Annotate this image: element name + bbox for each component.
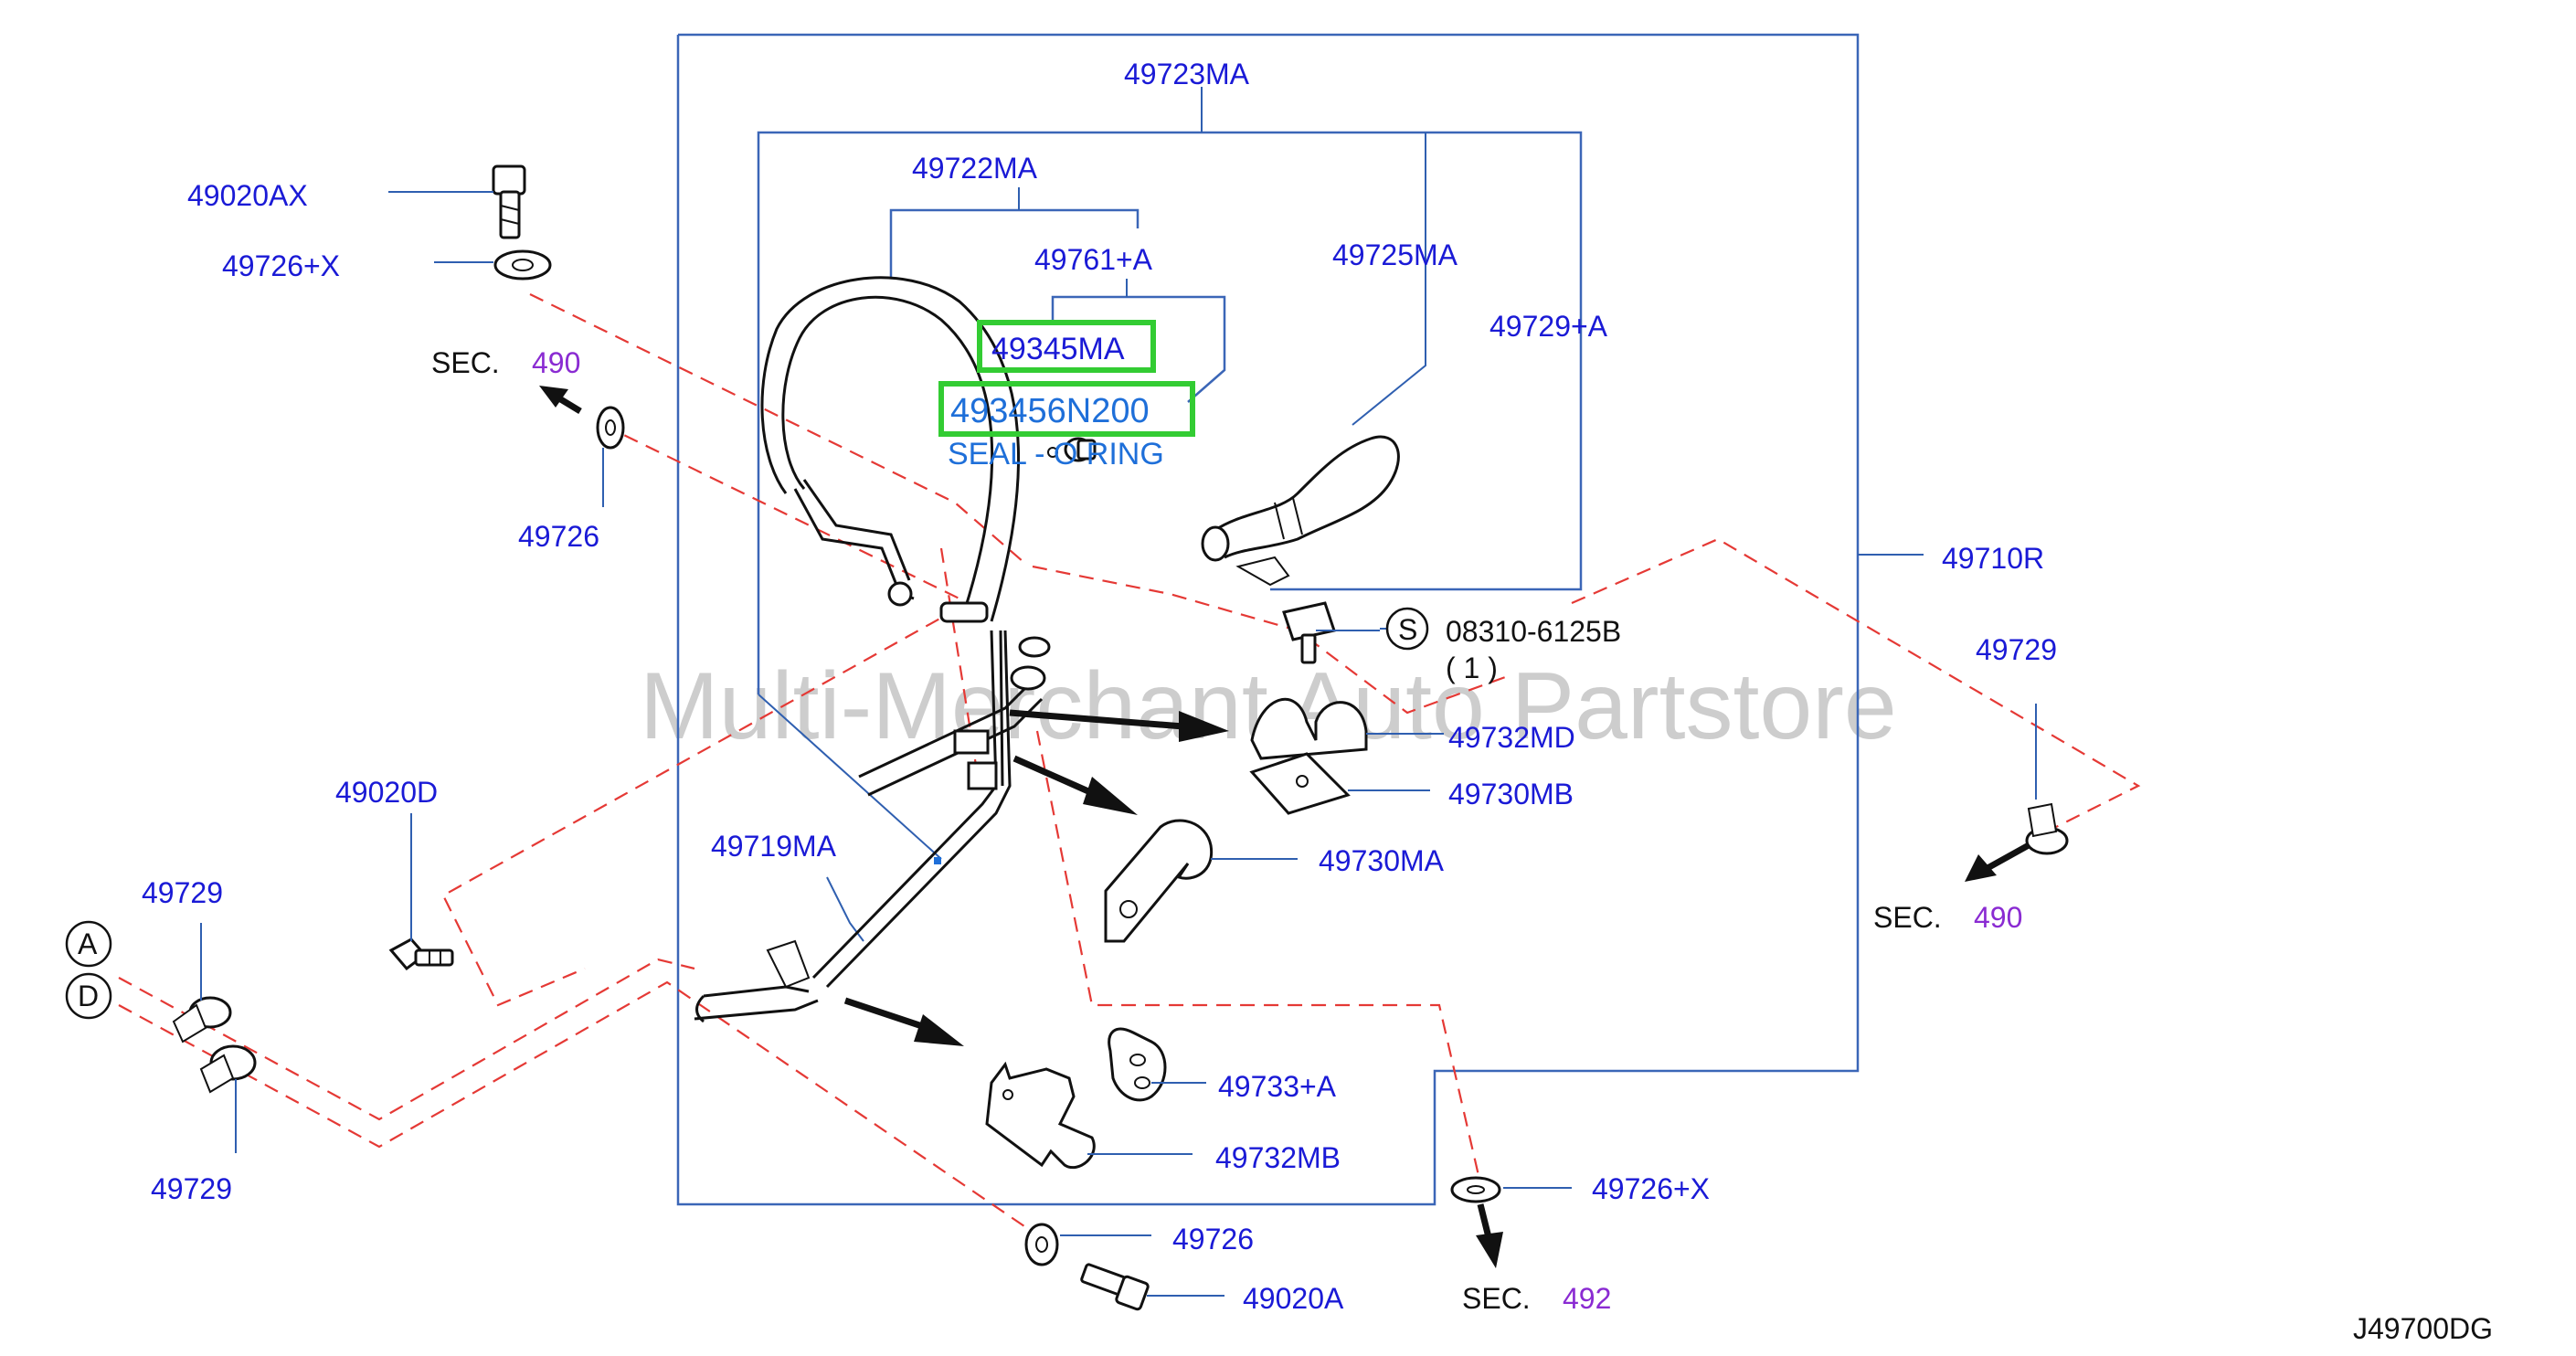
marker-d	[65, 972, 112, 1020]
frame-49722MA	[889, 208, 1140, 279]
label-49730MB[interactable]: 49730MB	[1448, 778, 1574, 810]
marker-a	[65, 920, 112, 968]
o-ring-icon	[1047, 447, 1058, 458]
part-labels: 49723MA 49722MA 49761+A 49345MA 493456N2…	[142, 58, 2057, 1315]
clip-left-top-icon	[172, 996, 232, 1043]
diagram-code: J49700DG	[2353, 1312, 2493, 1345]
label-49726-bottom[interactable]: 49726	[1172, 1223, 1254, 1255]
label-49020D[interactable]: 49020D	[335, 776, 438, 809]
bolt-49020D-icon	[388, 938, 454, 971]
clip-left-bottom-icon	[199, 1044, 257, 1094]
grommet-49733A-icon	[1108, 1027, 1167, 1102]
marker-s-label: S	[1398, 613, 1417, 646]
sec-bottom-word: SEC.	[1462, 1282, 1531, 1315]
label-08310-6125B[interactable]: 08310-6125B	[1446, 615, 1621, 648]
marker-a-label: A	[78, 927, 98, 960]
label-49732MD[interactable]: 49732MD	[1448, 721, 1575, 754]
seal-icon	[1064, 437, 1097, 462]
frame-group	[676, 33, 1924, 1206]
sec-right-word: SEC.	[1873, 901, 1942, 934]
hose-49725MA-icon	[1201, 435, 1400, 587]
label-49729-left-bottom[interactable]: 49729	[151, 1172, 232, 1205]
sec-right-number[interactable]: 490	[1974, 901, 2022, 934]
hose-49722MA-icon	[760, 276, 1020, 623]
label-49726-left[interactable]: 49726	[518, 520, 599, 553]
bracket-49732MD-icon	[1250, 697, 1368, 760]
bracket-49732MB-icon	[985, 1061, 1096, 1170]
highlight-49345MA	[977, 320, 1156, 373]
label-49723MA[interactable]: 49723MA	[1124, 58, 1250, 90]
label-49729-left-top[interactable]: 49729	[142, 876, 223, 909]
label-493456N200[interactable]: 493456N200	[950, 392, 1150, 430]
arrows	[539, 386, 2030, 1268]
label-49710R[interactable]: 49710R	[1942, 542, 2044, 575]
marker-s	[1385, 607, 1429, 651]
bolt-49020AX-icon	[492, 164, 526, 239]
label-49020A[interactable]: 49020A	[1243, 1282, 1344, 1315]
sec-left-number[interactable]: 490	[532, 346, 580, 379]
parts	[172, 164, 2069, 1311]
label-49726X-top[interactable]: 49726+X	[222, 249, 340, 282]
label-49345MA[interactable]: 49345MA	[991, 332, 1125, 366]
sec-bottom-number[interactable]: 492	[1563, 1282, 1611, 1315]
label-seal-oring: SEAL - O RING	[948, 437, 1164, 471]
clip-right-icon	[2025, 802, 2069, 855]
leaders	[200, 191, 2037, 1297]
label-49719MA[interactable]: 49719MA	[711, 830, 837, 863]
label-49729-right[interactable]: 49729	[1976, 633, 2057, 666]
label-49761A[interactable]: 49761+A	[1034, 243, 1153, 276]
highlight-493456N200	[938, 381, 1195, 437]
sec-left-word: SEC.	[431, 346, 500, 379]
label-49729A[interactable]: 49729+A	[1489, 310, 1608, 343]
label-qty: ( 1 )	[1446, 652, 1498, 684]
label-49732MB[interactable]: 49732MB	[1215, 1141, 1341, 1174]
frame-49723MA	[757, 131, 1583, 694]
label-49725MA[interactable]: 49725MA	[1332, 238, 1458, 271]
frame-49710R	[676, 33, 1860, 1206]
marker-d-label: D	[78, 980, 99, 1012]
bolt-49020A-icon	[1080, 1263, 1150, 1311]
label-49726X-bottom[interactable]: 49726+X	[1592, 1172, 1710, 1205]
label-49730MA[interactable]: 49730MA	[1319, 844, 1445, 877]
frame-49761A	[1051, 295, 1226, 403]
label-49733A[interactable]: 49733+A	[1218, 1070, 1337, 1103]
label-49722MA[interactable]: 49722MA	[912, 152, 1038, 185]
section-refs: SEC. 490 SEC. 490 SEC. 492	[431, 346, 2022, 1315]
label-49020AX[interactable]: 49020AX	[187, 179, 308, 212]
bracket-49730MA-icon	[1104, 819, 1214, 943]
tube-49719MA-icon	[694, 630, 1051, 1023]
